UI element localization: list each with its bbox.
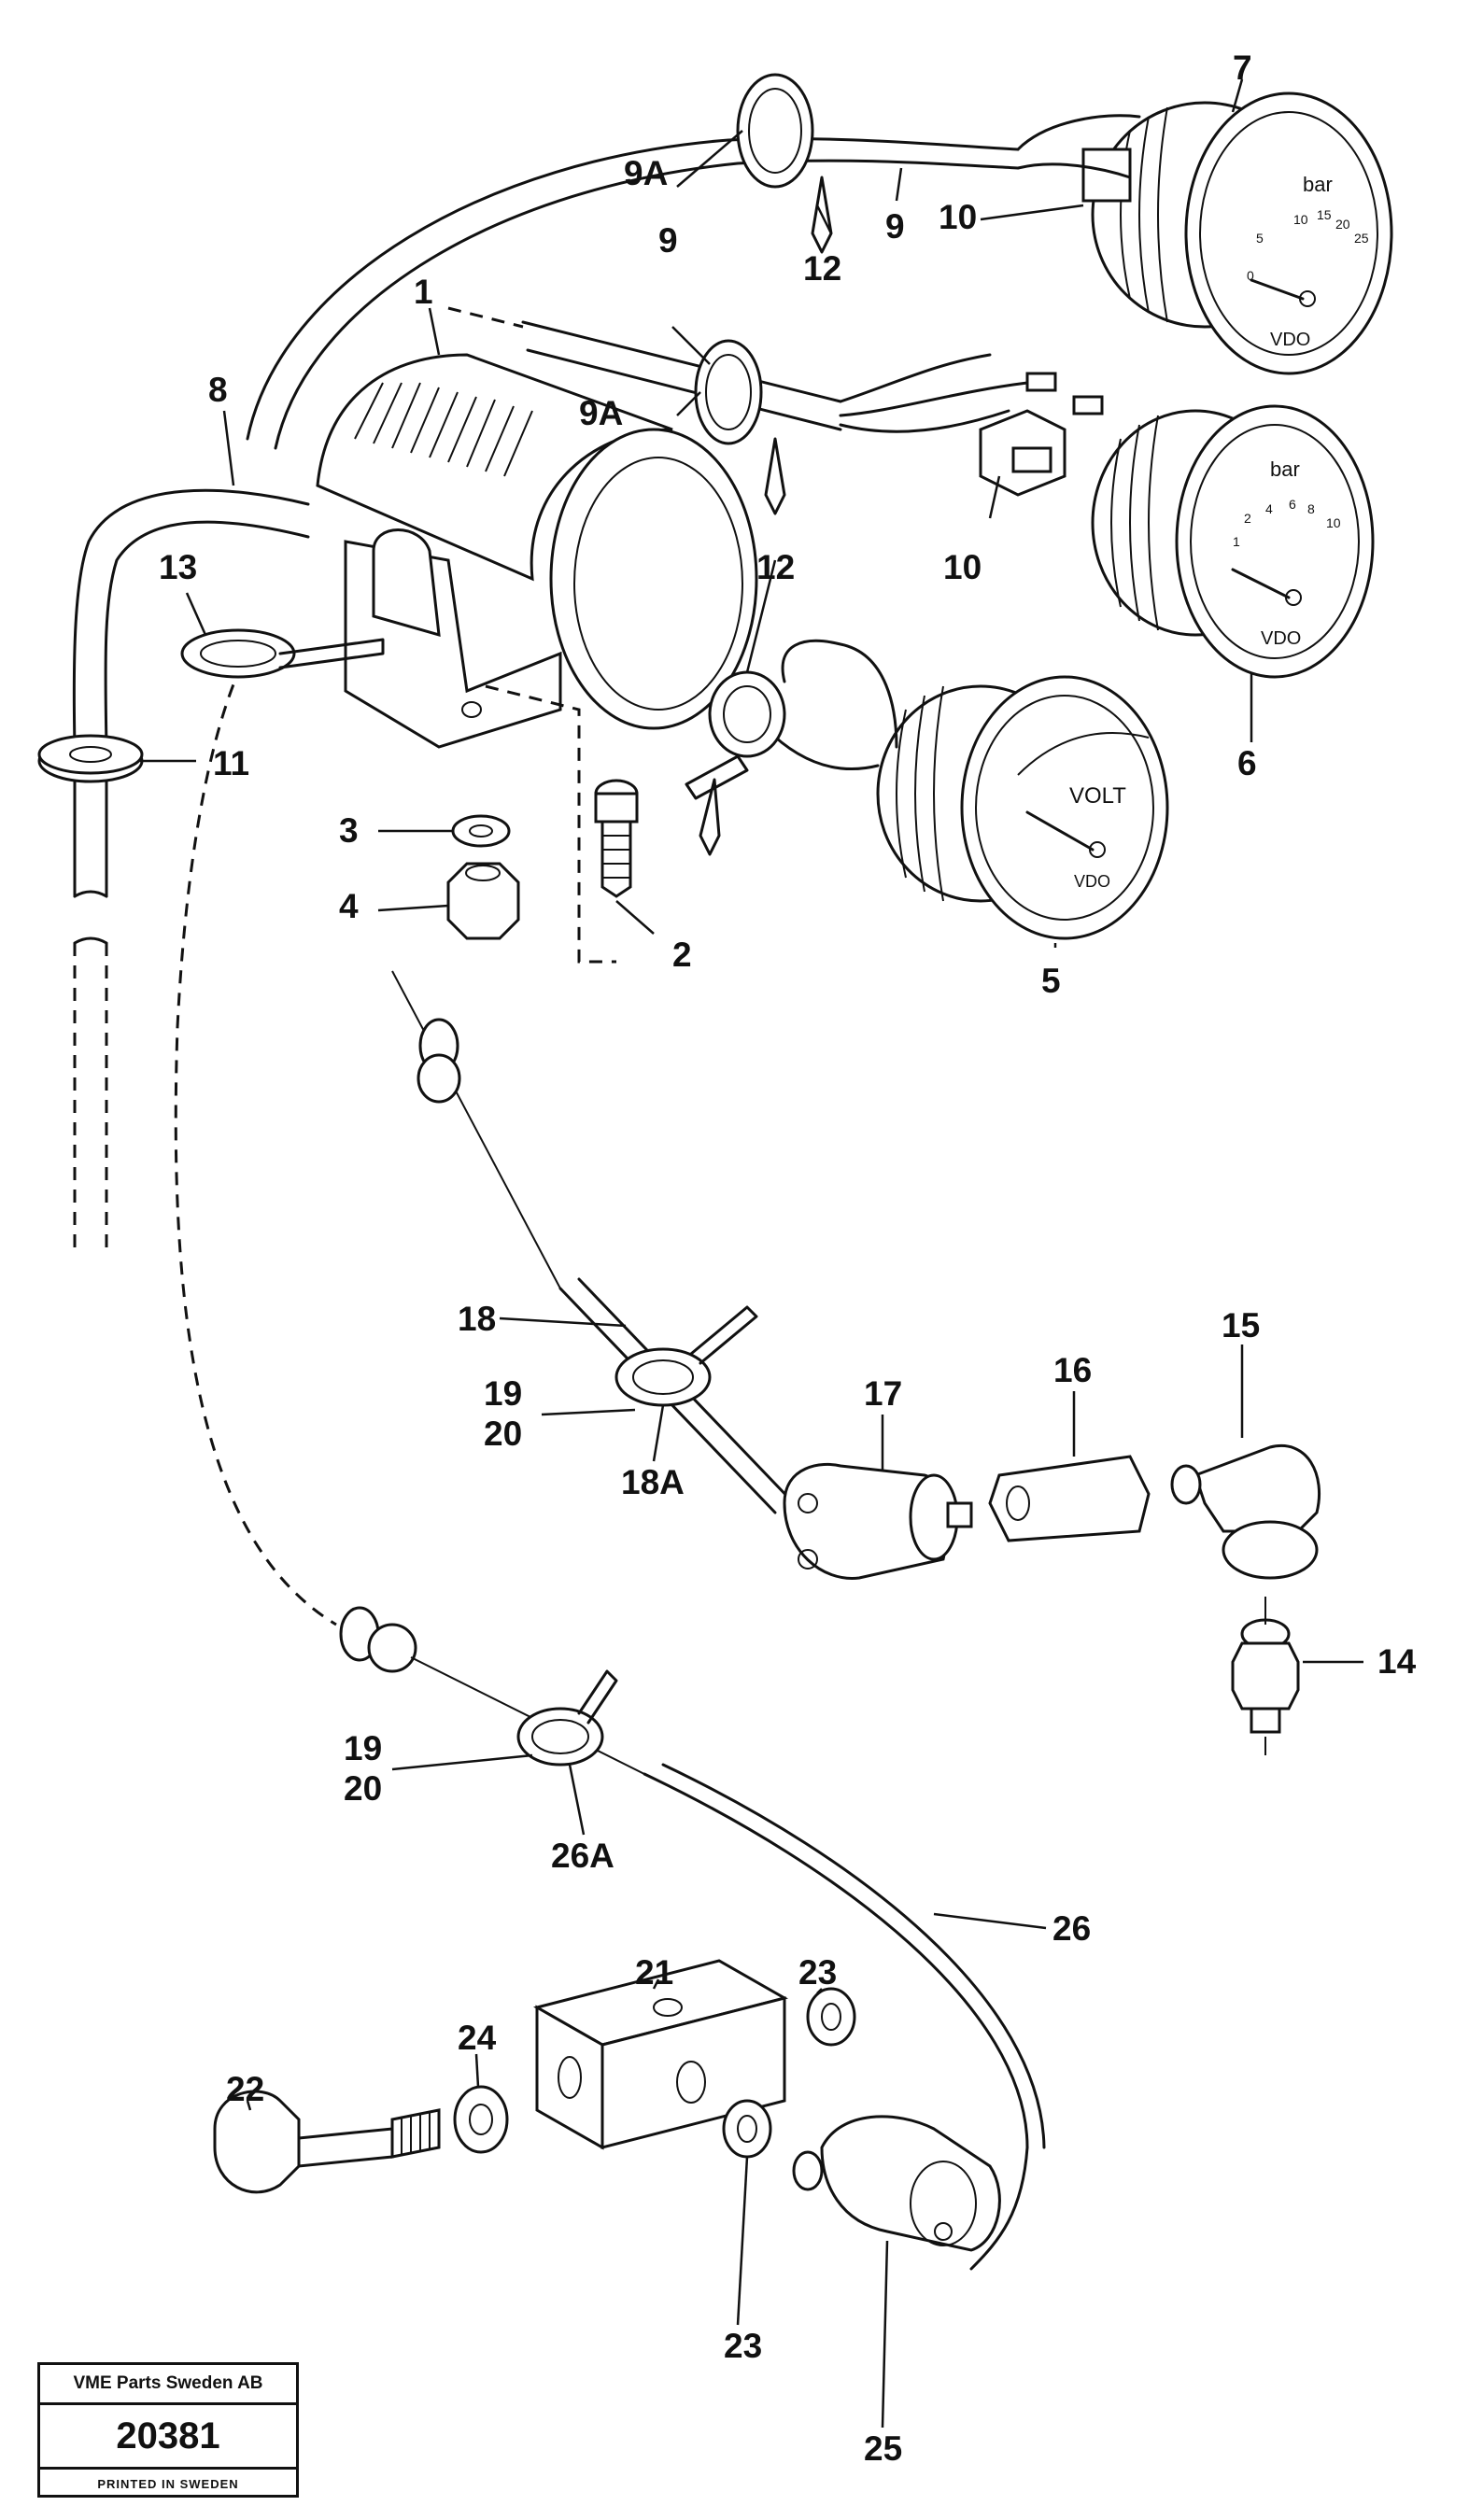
washer-23-upper: [806, 1987, 856, 2047]
clamp-9a-lower: [694, 339, 786, 515]
gauge-7-scale-20: 20: [1335, 217, 1350, 232]
callout-25: 25: [864, 2429, 902, 2468]
leader-lines: [140, 78, 1363, 2428]
clamp-9a-upper: [736, 73, 833, 254]
washer-24: [453, 2085, 509, 2154]
callout-20-lower: 20: [344, 1769, 382, 1808]
gauge-7-unit: bar: [1303, 173, 1333, 196]
gauge-6-scale-2: 2: [1244, 511, 1251, 526]
callout-21: 21: [635, 1953, 673, 1992]
drawing-number: 20381: [40, 2405, 296, 2470]
callout-5: 5: [1041, 962, 1061, 1000]
callout-24: 24: [458, 2019, 497, 2057]
callout-15: 15: [1222, 1306, 1260, 1344]
sender-25: [792, 2115, 1001, 2252]
callout-9-middle: 9: [658, 221, 678, 260]
clamp-26a: [516, 1669, 618, 1767]
nut-4: [446, 862, 520, 940]
adapter-16: [988, 1455, 1151, 1542]
gauge-7-scale-25: 25: [1354, 231, 1369, 246]
callout-2: 2: [672, 936, 692, 974]
callout-26: 26: [1052, 1909, 1091, 1948]
elbow-15: [1170, 1444, 1321, 1580]
callout-3: 3: [339, 811, 359, 850]
fitting-14: [1231, 1597, 1300, 1755]
cable-9-middle: [447, 306, 1029, 433]
callout-19-lower: 19: [344, 1729, 382, 1767]
gauge-6-scale-10: 10: [1326, 515, 1341, 530]
gauge-5-unit: VOLT: [1069, 783, 1126, 809]
sender-17: [783, 1462, 973, 1580]
gauge-5-brand: VDO: [1074, 872, 1110, 891]
callout-1: 1: [414, 273, 433, 311]
washer-23-lower: [722, 2099, 772, 2159]
gauge-7-scale-15: 15: [1317, 207, 1332, 222]
callout-18: 18: [458, 1300, 496, 1338]
gauge-6-scale-1: 1: [1233, 534, 1240, 549]
title-block: VME Parts Sweden AB 20381 PRINTED IN SWE…: [37, 2362, 299, 2498]
gauge-6-brand: VDO: [1261, 628, 1301, 649]
gauge-6: bar VDO 1 2 4 6 8 10: [1091, 404, 1375, 679]
callout-9a-top: 9A: [624, 154, 668, 192]
callout-19-upper: 19: [484, 1374, 522, 1413]
callout-13: 13: [159, 548, 197, 586]
callout-10-middle: 10: [943, 548, 982, 586]
company-name: VME Parts Sweden AB: [40, 2365, 296, 2405]
gauge-6-scale-8: 8: [1307, 501, 1315, 516]
callout-14: 14: [1377, 1642, 1417, 1681]
callout-22: 22: [226, 2070, 264, 2108]
callout-11: 11: [213, 744, 249, 782]
gauge-7-scale-0: 0: [1247, 268, 1254, 283]
cable-18: [391, 970, 796, 1514]
callout-8: 8: [208, 371, 228, 409]
gauge-7: bar VDO 0 5 10 15 20 25: [1016, 92, 1393, 375]
cable-9-top: [174, 137, 1020, 1626]
printed-in: PRINTED IN SWEDEN: [97, 2476, 239, 2491]
tie-strap-13: [180, 628, 385, 679]
gauge-7-scale-5: 5: [1256, 231, 1264, 246]
callout-26a: 26A: [551, 1837, 614, 1875]
callout-23-lower: 23: [724, 2327, 762, 2365]
gauge-6-unit: bar: [1270, 458, 1300, 481]
callout-18a: 18A: [621, 1463, 685, 1501]
callout-17: 17: [864, 1374, 902, 1413]
callout-9a-middle: 9A: [579, 394, 623, 432]
gauge-7-brand: VDO: [1270, 330, 1310, 350]
callout-23-upper: 23: [798, 1953, 837, 1992]
callout-20-upper: 20: [484, 1415, 522, 1453]
gauge-6-scale-4: 4: [1265, 501, 1273, 516]
connector-10-middle: [979, 372, 1104, 497]
callout-9-top: 9: [885, 207, 905, 246]
callout-10-top: 10: [939, 198, 977, 236]
callout-4: 4: [339, 887, 359, 925]
gauge-6-scale-6: 6: [1289, 497, 1296, 512]
screw-2: [485, 684, 639, 964]
gauge-7-scale-10: 10: [1293, 212, 1308, 227]
callout-7: 7: [1233, 49, 1252, 87]
callout-16: 16: [1053, 1351, 1092, 1389]
washer-3: [451, 814, 511, 848]
callout-6: 6: [1237, 744, 1257, 782]
clamp-18a: [614, 1305, 758, 1407]
callout-12-middle: 12: [756, 548, 795, 586]
grommet-11: [37, 734, 144, 783]
instrument-housing-1: [316, 353, 758, 749]
gauge-5: VOLT VDO: [764, 639, 1169, 940]
bolt-22: [213, 2090, 441, 2194]
callout-12-top: 12: [803, 249, 841, 288]
callouts: 1 2 3 4 5 6 7 8 9 9 9A 9A 10 10 11 12 12…: [159, 49, 1417, 2468]
cable-26: [339, 1606, 1046, 2271]
